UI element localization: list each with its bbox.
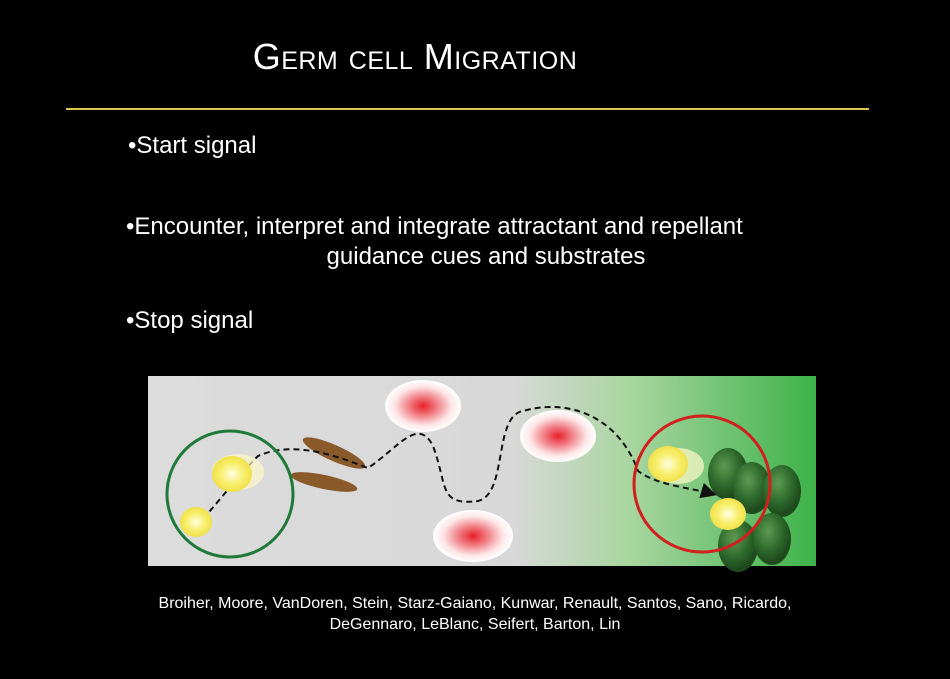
bullet-encounter-line2: guidance cues and substrates bbox=[326, 243, 646, 270]
gonad-cell bbox=[753, 513, 791, 565]
title-divider bbox=[66, 108, 869, 110]
migration-path bbox=[202, 406, 717, 520]
gonad-cluster bbox=[708, 448, 801, 572]
repellent-blob bbox=[520, 410, 596, 462]
references-line1: Broiher, Moore, VanDoren, Stein, Starz-G… bbox=[158, 595, 792, 612]
germ-cell bbox=[710, 498, 746, 530]
bullet-start-signal: •Start signal bbox=[128, 132, 257, 159]
gonad-cell bbox=[763, 465, 801, 517]
start-circle bbox=[165, 429, 295, 559]
repellent-blob bbox=[385, 380, 461, 432]
repellent-blob bbox=[433, 510, 513, 562]
bullet-stop-signal: •Stop signal bbox=[126, 307, 254, 334]
substrate-cell bbox=[302, 437, 366, 469]
references: Broiher, Moore, VanDoren, Stein, Starz-G… bbox=[0, 593, 950, 635]
migration-diagram bbox=[148, 376, 816, 572]
stop-circle bbox=[632, 414, 772, 554]
bullet-encounter-line1: •Encounter, interpret and integrate attr… bbox=[126, 213, 743, 240]
gonad-cell bbox=[733, 462, 771, 514]
germ-cell bbox=[180, 507, 212, 537]
germ-cell bbox=[212, 454, 264, 492]
bullet-encounter: •Encounter, interpret and integrate attr… bbox=[126, 212, 846, 272]
references-line2: DeGennaro, LeBlanc, Seifert, Barton, Lin bbox=[329, 616, 621, 633]
slide-title: Germ cell Migration bbox=[252, 36, 578, 77]
germ-cell bbox=[648, 446, 704, 484]
substrate-cell bbox=[290, 472, 358, 492]
